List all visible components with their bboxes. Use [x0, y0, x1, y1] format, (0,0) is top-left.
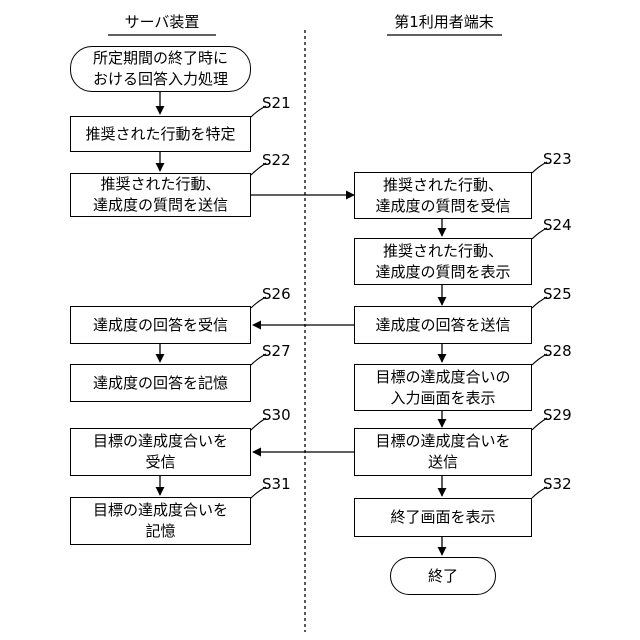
step-s28-id: S28 [543, 342, 572, 360]
step-s32-box: 終了画面を表示 [354, 498, 532, 537]
step-s25-line1: 達成度の回答を送信 [375, 315, 510, 336]
terminal-end-label: 終了 [428, 566, 458, 587]
step-s24-line1: 推奨された行動、 [383, 241, 503, 262]
step-s31-id: S31 [262, 475, 291, 493]
step-s31-line1: 目標の達成度合いを [93, 500, 228, 521]
step-s21-id: S21 [262, 94, 291, 112]
step-s22-line1: 推奨された行動、 [100, 174, 220, 195]
step-s31-box: 目標の達成度合いを 記憶 [70, 497, 251, 545]
step-s21-line1: 推奨された行動を特定 [85, 124, 235, 145]
step-s30-box: 目標の達成度合いを 受信 [70, 428, 251, 476]
step-s24-line2: 達成度の質問を表示 [375, 262, 510, 283]
step-s27-box: 達成度の回答を記憶 [70, 364, 251, 402]
step-s24-id: S24 [543, 216, 572, 234]
step-s26-box: 達成度の回答を受信 [70, 306, 251, 344]
step-s30-line1: 目標の達成度合いを [93, 431, 228, 452]
server-start-line2: おける回答入力処理 [93, 69, 228, 90]
step-s23-box: 推奨された行動、 達成度の質問を受信 [354, 172, 532, 219]
step-s28-box: 目標の達成度合いの 入力画面を表示 [354, 364, 532, 411]
step-s23-line2: 達成度の質問を受信 [375, 196, 510, 217]
step-s24-box: 推奨された行動、 達成度の質問を表示 [354, 238, 532, 285]
step-s29-id: S29 [543, 406, 572, 424]
step-s27-line1: 達成度の回答を記憶 [93, 373, 228, 394]
terminal-end-node: 終了 [390, 557, 496, 595]
step-s22-line2: 達成度の質問を送信 [93, 195, 228, 216]
step-s32-id: S32 [543, 475, 572, 493]
step-s23-id: S23 [543, 150, 572, 168]
step-s29-line2: 送信 [428, 452, 458, 473]
step-s31-line2: 記憶 [145, 521, 175, 542]
step-s26-id: S26 [262, 285, 291, 303]
server-column-header: サーバ装置 [98, 11, 226, 32]
step-s27-id: S27 [262, 342, 291, 360]
step-s25-id: S25 [543, 285, 572, 303]
step-s30-id: S30 [262, 406, 291, 424]
step-s32-line1: 終了画面を表示 [390, 507, 495, 528]
step-s26-line1: 達成度の回答を受信 [93, 315, 228, 336]
server-start-line1: 所定期間の終了時に [93, 48, 228, 69]
step-s22-id: S22 [262, 151, 291, 169]
step-s25-box: 達成度の回答を送信 [354, 306, 532, 344]
server-start-node: 所定期間の終了時に おける回答入力処理 [70, 46, 251, 92]
step-s23-line1: 推奨された行動、 [383, 175, 503, 196]
terminal-column-header: 第1利用者端末 [374, 11, 514, 32]
step-s22-box: 推奨された行動、 達成度の質問を送信 [70, 173, 251, 217]
step-s29-line1: 目標の達成度合いを [375, 431, 510, 452]
step-s29-box: 目標の達成度合いを 送信 [354, 428, 532, 476]
step-s28-line2: 入力画面を表示 [390, 388, 495, 409]
step-s30-line2: 受信 [145, 452, 175, 473]
step-s28-line1: 目標の達成度合いの [375, 367, 510, 388]
step-s21-box: 推奨された行動を特定 [70, 116, 251, 152]
